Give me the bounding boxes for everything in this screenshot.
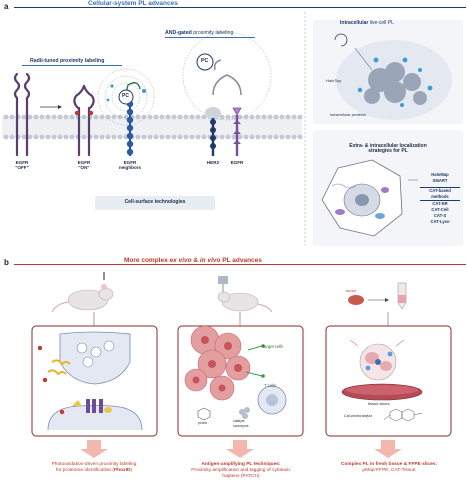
localization-title-line2: strategies for PL [368,148,408,154]
pc-label-and-gated: PC [201,58,209,64]
her2-receptor [205,107,221,156]
target-cells-label: Target cells [262,344,284,349]
cat-photocatalyst-structure [383,408,423,422]
method-cat-cell: CAT-Cell [431,207,449,212]
caption-patch: Antigen-amplifying PL techniques: Proxim… [163,462,319,480]
panel-a-letter: a [4,2,9,11]
method-smart: SMART [432,178,448,183]
pc-badge-and-gated [196,53,214,71]
panel-b-title: More complex ex vivo & in vivo PL advanc… [120,257,266,264]
intracellular-title-bold: Intracellular [340,20,369,26]
caption-tissue: Complex PL in fresh tissue & FFPE slices… [314,462,464,474]
nanozyme-icon [239,407,250,419]
caption-phoxid-bold: PhoxID [113,468,131,473]
cat-header: CAT-based methods [420,187,460,201]
intracellular-title-rest: live-cell PL [368,20,394,26]
localization-title: Extra- & intracellular localization stra… [349,144,427,154]
t-cells-label: T cells [264,383,277,388]
egfr-label: EGFR [230,160,244,165]
egfr-neighbors-line1: EGFR [123,160,137,165]
caption-phoxid-line1: Photooxidation-driven proximity labeling [51,462,137,467]
her2-label: HER2 [206,160,220,165]
panel-b-title-i2: in vivo [199,257,221,264]
cell-membrane [2,114,303,140]
result-arrows [80,440,402,458]
caption-phoxid-line2: for proteome identification (PhoxID) [14,468,174,474]
intracellular-protein-cluster [364,62,427,105]
caption-phoxid: Photooxidation-driven proximity labeling… [14,462,174,474]
method-cat-lyso: CAT-Lyso [430,219,450,224]
cell-surface-banner [95,196,215,210]
tumor-icon [348,295,364,305]
cat-photocatalyst-label: Cat-photocatalyst [344,414,372,418]
t-cell [257,385,287,415]
caption-phoxid-end: ) [130,468,133,473]
egfr-on-receptor [73,84,95,157]
synapse-illustration [47,331,143,431]
egfr-neighbors-line2: neighbors [118,165,142,170]
panel-b-title-p1: More complex [124,257,170,264]
and-gated-title: AND-gated proximity labeling [165,30,233,36]
radii-title: Radii-tuned proximity labeling [30,58,105,64]
method-halomap: HaloMap [431,172,449,177]
caption-phoxid-line2-text: for proteome identification ( [55,468,114,473]
pc-badge-radii [118,89,134,105]
sample-tube-icon [397,282,407,310]
tissue-box [325,325,452,437]
tissue-slices-label: tissue slices [368,401,390,406]
method-cat-s: CAT-S [433,213,447,218]
probe-molecule [197,407,211,421]
tumor-label: tumor [346,288,357,293]
localization-method-list: HaloMap SMART CAT-based methods CAT-ER C… [420,172,460,225]
panel-b-letter: b [4,258,9,267]
method-cat-er: CAT-ER [432,201,448,206]
and-gated-linker [212,59,242,96]
and-gated-radius [182,31,272,121]
caption-tissue-line2: μMap-FFPE, CAT-Tissue [362,468,416,473]
panel-b-title-line [14,264,466,265]
and-gated-title-bold: AND-gated [165,30,192,36]
halotag-ligand-icon [334,33,348,47]
egfr-on-line2: "ON" [78,165,90,170]
intracellular-title: Intracellular live-cell PL [340,20,394,26]
and-gated-title-underline [165,37,255,38]
localization-title-line1: Extra- & intracellular localization [349,143,427,149]
magnified-tissue [359,343,397,381]
egfr-off-line1: EGFR [15,160,29,165]
catalyst-label: catalyst nanozyme [233,419,249,428]
egfr-on-label: EGFR "ON" [78,160,91,170]
intracellular-proteins-label: Intracellular proteins [330,112,367,117]
mouse-icon-1 [51,272,114,313]
egfr-receptor-gated [232,107,242,156]
caption-tissue-line1: Complex PL in fresh tissue & FFPE slices… [340,462,438,467]
panel-a-title: Cellular-system PL advances [84,0,182,7]
panel-b-title-p3: PL advances [220,257,262,264]
panel-a-title-line [14,7,466,8]
caption-patch-line3: haptens (PATCH) [222,474,260,479]
panel-b-title-i1: ex vivo [169,257,192,264]
probe-label: probe [198,421,208,425]
egfr-off-line2: "OFF" [15,165,29,170]
tissue-slice [341,383,423,401]
pc-radii-rings [97,68,155,126]
cell-organelle-sketch [321,159,403,237]
egfr-off-label: EGFR "OFF" [15,160,29,170]
cell-surface-label: Cell-surface technologies [124,199,186,205]
halotag-label: HaloTag [326,78,341,83]
and-gated-title-rest: proximity labeling [191,30,234,36]
pc-label-radii: PC [122,93,129,99]
caption-patch-line1: Antigen-amplifying PL techniques: [201,462,281,467]
egfr-on-line1: EGFR [77,160,91,165]
caption-patch-line2: Proximity amplification and tagging of c… [191,468,291,473]
mouse-icon-2 [217,276,273,313]
radii-title-underline [22,65,122,66]
panel-b-title-p2: & [191,257,200,264]
egfr-neighbors-label: EGFR neighbors [119,160,141,170]
egfr-off-receptor [13,72,31,157]
